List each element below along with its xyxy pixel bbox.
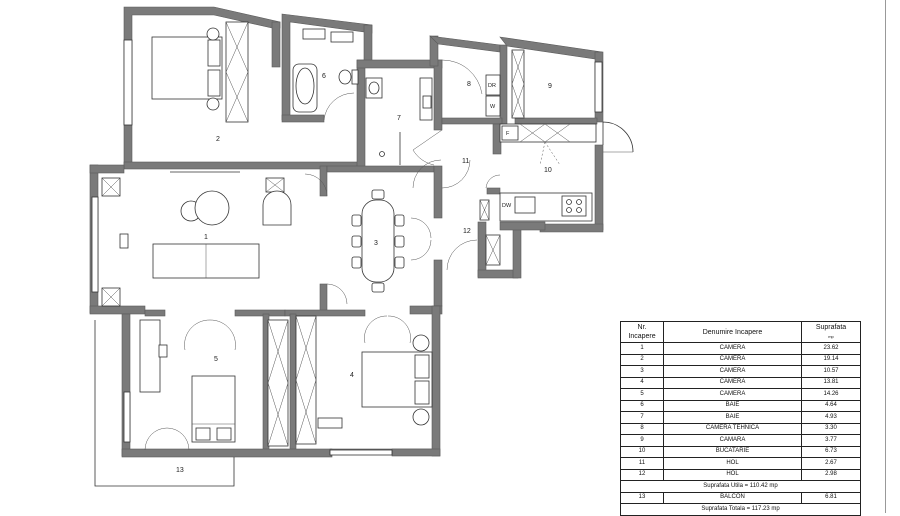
room-area: 4.93 (801, 411, 861, 424)
room-area: 10.57 (801, 365, 861, 378)
room-area: 19.14 (801, 353, 861, 366)
room-label-12: 12 (463, 228, 471, 235)
bath-7-fixtures (365, 77, 443, 166)
windows (91, 39, 603, 456)
header-name: Denumire Incapere (663, 321, 802, 343)
room-label-3: 3 (374, 240, 378, 247)
room-nr: 4 (620, 376, 664, 389)
room-name: CAMERA (663, 388, 802, 401)
header-area-unit: mp (828, 334, 834, 339)
room-label-6: 6 (322, 73, 326, 80)
kitchen-fixtures: F DW (499, 121, 634, 222)
header-area-label: Suprafata (815, 324, 847, 331)
room-name: HOL (663, 457, 802, 470)
room-label-8: 8 (467, 81, 471, 88)
balcony-area: 6.81 (801, 491, 861, 504)
room-nr: 9 (620, 434, 664, 447)
room-label-13: 13 (176, 467, 184, 474)
room-name: HOL (663, 468, 802, 481)
room-name: CAMERA (663, 342, 802, 355)
room-area: 14.26 (801, 388, 861, 401)
room-area: 23.62 (801, 342, 861, 355)
room-area: 4.64 (801, 399, 861, 412)
legend-balcony-row: 13 BALCON 6.81 (620, 491, 861, 504)
header-area: Suprafata mp (801, 321, 861, 343)
room-nr: 7 (620, 411, 664, 424)
room-label-10: 10 (544, 167, 552, 174)
room-4-furniture (295, 315, 433, 445)
hall-doors (410, 159, 501, 271)
legend-grand-total-row: Suprafata Totala = 117.23 mp (620, 503, 861, 516)
room-label-4: 4 (350, 372, 354, 379)
washer-label: W (490, 104, 496, 110)
room-name: CAMERA TEHNICA (663, 422, 802, 435)
balcony-outline (94, 320, 235, 487)
room-name: BAIE (663, 399, 802, 412)
room-area: 2.67 (801, 457, 861, 470)
room-area: 3.30 (801, 422, 861, 435)
room-labels: 1 2 3 4 5 6 7 8 9 10 11 12 13 (176, 73, 552, 474)
room-area: 6.73 (801, 445, 861, 458)
room-5-furniture (139, 319, 289, 451)
room-name: CAMERA (663, 376, 802, 389)
room-name: BAIE (663, 411, 802, 424)
room-nr: 3 (620, 365, 664, 378)
room-label-9: 9 (548, 83, 552, 90)
room-label-1: 1 (204, 234, 208, 241)
sheet-border (885, 0, 886, 513)
room-label-2: 2 (216, 136, 220, 143)
dryer-label: DR (488, 83, 496, 89)
balcony-name: BALCON (663, 491, 802, 504)
dishwasher-label: DW (502, 203, 512, 209)
room-name: CAMERA (663, 353, 802, 366)
room-nr: 11 (620, 457, 664, 470)
room-name: CAMERA (663, 365, 802, 378)
room-label-5: 5 (214, 356, 218, 363)
living-room-furniture (101, 171, 348, 307)
room-nr: 10 (620, 445, 664, 458)
room-label-7: 7 (397, 115, 401, 122)
balcony-nr: 13 (620, 491, 664, 504)
fridge-label: F (506, 131, 510, 137)
room-nr: 1 (620, 342, 664, 355)
grand-total: Suprafata Totala = 117.23 mp (620, 503, 861, 516)
room-nr: 5 (620, 388, 664, 401)
room-area: 3.77 (801, 434, 861, 447)
room-nr: 6 (620, 399, 664, 412)
room-label-11: 11 (462, 158, 469, 165)
rooms-8-9-fixtures: DR W (441, 49, 525, 119)
room-name: BUCATARIE (663, 445, 802, 458)
room-nr: 8 (620, 422, 664, 435)
room-name: CAMARA (663, 434, 802, 447)
header-nr: Nr. Incapere (620, 321, 664, 343)
area-legend-table: Nr. Incapere Denumire Incapere Suprafata… (620, 321, 861, 516)
usable-total: Suprafata Utila = 110.42 mp (620, 480, 861, 493)
bath-6-fixtures (292, 28, 359, 121)
room-nr: 2 (620, 353, 664, 366)
room-2-furniture (151, 21, 249, 123)
legend-header-row: Nr. Incapere Denumire Incapere Suprafata… (620, 321, 861, 343)
legend-usable-total-row: Suprafata Utila = 110.42 mp (620, 480, 861, 493)
room-area: 13.81 (801, 376, 861, 389)
room-nr: 12 (620, 468, 664, 481)
room-area: 2.98 (801, 468, 861, 481)
dining-furniture (351, 189, 405, 293)
